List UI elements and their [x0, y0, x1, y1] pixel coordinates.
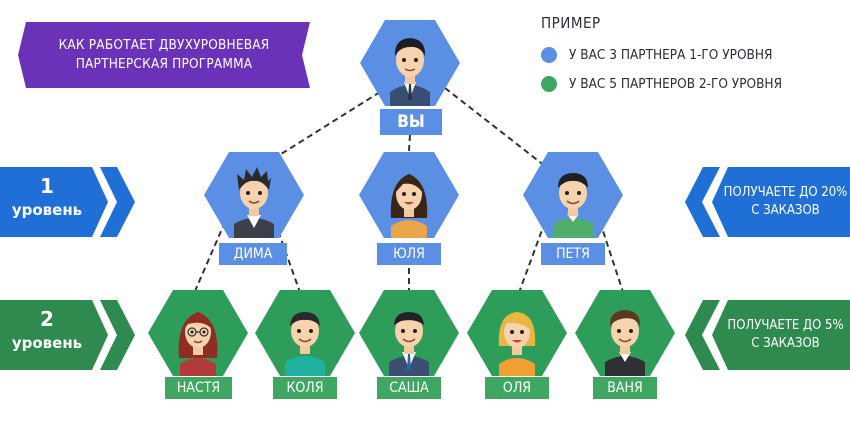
node-nastya-label: НАСТЯ [165, 377, 232, 399]
connector-petya-vanya [599, 221, 626, 299]
green-dot-icon [541, 76, 557, 92]
legend-heading: ПРИМЕР [541, 14, 601, 32]
node-dima [204, 152, 304, 238]
man-brown-hair-avatar-icon [605, 310, 645, 376]
level-1-label: уровень [11, 201, 83, 219]
woman-red-hair-glasses-avatar-icon [178, 312, 218, 376]
level-2-arrow: 2 уровень [0, 300, 140, 370]
node-vanya [575, 290, 675, 376]
level-1-arrow: 1 уровень [0, 167, 140, 237]
woman-brown-hair-avatar-icon [390, 174, 428, 238]
legend-item-label: У ВАС 5 ПАРТНЕРОВ 2-ГО УРОВНЯ [569, 76, 783, 92]
node-kolya-label: КОЛЯ [273, 377, 337, 399]
man-spiky-hair-avatar-icon [234, 167, 274, 238]
node-yulya-label: ЮЛЯ [377, 243, 441, 265]
title-banner: КАК РАБОТАЕТ ДВУХУРОВНЕВАЯ ПАРТНЕРСКАЯ П… [18, 22, 310, 88]
title-line-1: КАК РАБОТАЕТ ДВУХУРОВНЕВАЯ [58, 37, 270, 53]
level-1-number: 1 [40, 174, 54, 198]
level-2-earnings-banner: ПОЛУЧАЕТЕ ДО 5% С ЗАКАЗОВ [685, 300, 850, 370]
node-petya [523, 152, 623, 238]
title-line-2: ПАРТНЕРСКАЯ ПРОГРАММА [75, 56, 253, 72]
node-nastya [148, 290, 248, 376]
legend-item-label: У ВАС 3 ПАРТНЕРА 1-ГО УРОВНЯ [569, 47, 773, 63]
connector-you-dima [261, 91, 381, 167]
man-green-shirt-avatar-icon [285, 312, 325, 376]
man-tie-avatar-icon [389, 312, 429, 376]
node-petya-label: ПЕТЯ [541, 243, 605, 265]
node-vanya-label: ВАНЯ [593, 377, 657, 399]
legend-item-level1: У ВАС 3 ПАРТНЕРА 1-ГО УРОВНЯ [541, 45, 772, 65]
level-2-label: уровень [11, 334, 83, 352]
woman-blonde-hair-avatar-icon [498, 312, 536, 376]
connector-petya-olya [516, 221, 546, 299]
blue-dot-icon [541, 47, 557, 63]
node-sasha-label: САША [377, 377, 441, 399]
earnings-line-1: ПОЛУЧАЕТЕ ДО 5% [727, 318, 844, 333]
node-dima-label: ДИМА [219, 243, 287, 265]
connector-dima-nastya [191, 221, 226, 299]
node-olya-label: ОЛЯ [485, 377, 549, 399]
earnings-line-2: С ЗАКАЗОВ [751, 203, 820, 218]
level-1-earnings-banner: ПОЛУЧАЕТЕ ДО 20% С ЗАКАЗОВ [685, 167, 850, 237]
node-you-label: ВЫ [380, 109, 442, 135]
legend-item-level2: У ВАС 5 ПАРТНЕРОВ 2-ГО УРОВНЯ [541, 74, 782, 94]
connector-you-petya [444, 87, 546, 167]
earnings-line-2: С ЗАКАЗОВ [751, 336, 820, 351]
level-2-number: 2 [40, 307, 54, 331]
man-dark-hair-avatar-icon [390, 38, 430, 106]
man-short-hair-avatar-icon [553, 173, 593, 238]
earnings-line-1: ПОЛУЧАЕТЕ ДО 20% [723, 185, 848, 200]
